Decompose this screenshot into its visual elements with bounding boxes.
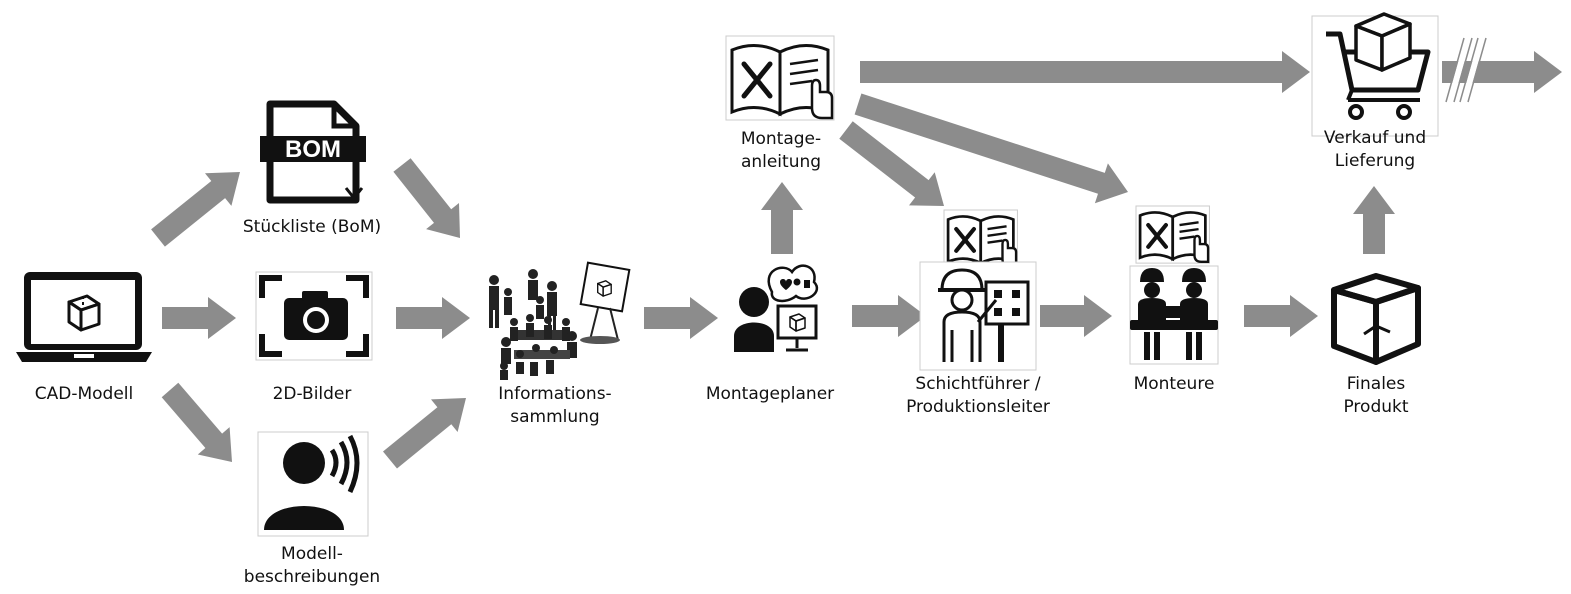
- break-marks-outline: [1445, 37, 1487, 103]
- label-cad-model: CAD-Modell: [34, 384, 134, 404]
- arrow-product-to-sales: [1353, 186, 1395, 254]
- label-manual: Montage- anleitung: [740, 129, 822, 172]
- label-descriptions: Modell- beschreibungen: [243, 544, 381, 587]
- label-bom: Stückliste (BoM): [242, 217, 382, 237]
- camera-icon: [255, 271, 373, 361]
- bom-document-icon: BOM: [260, 100, 366, 204]
- arrow-shiftlead-to-fitters: [1040, 295, 1112, 337]
- manual-book-icon: [725, 35, 835, 121]
- label-shift-lead: Schichtführer / Produktionsleiter: [906, 374, 1050, 417]
- arrows-layer: [151, 51, 1562, 469]
- arrow-bom-to-info: [393, 158, 460, 238]
- arrow-cad-to-2d: [162, 297, 236, 339]
- label-info-collection: Informations- sammlung: [498, 384, 612, 427]
- arrow-descriptions-to-info: [383, 398, 466, 469]
- arrow-manual-to-fitters: [854, 93, 1128, 204]
- label-sales: Verkauf und Lieferung: [1323, 128, 1427, 171]
- cube-icon: [1331, 273, 1421, 365]
- laptop-cube-icon: [16, 272, 152, 362]
- label-fitters: Monteure: [1133, 374, 1215, 394]
- arrow-cad-to-bom: [151, 172, 240, 247]
- label-final-product: Finales Produkt: [1343, 374, 1409, 417]
- planner-person-icon: [734, 264, 819, 352]
- arrow-manual-to-sales: [860, 51, 1310, 93]
- arrow-info-to-planner: [644, 297, 718, 339]
- arrow-2d-to-info: [396, 297, 470, 339]
- small-manual-icon-2: [1135, 205, 1210, 264]
- shopping-cart-icon: [1311, 12, 1439, 137]
- arrow-planner-to-shiftlead: [852, 295, 926, 337]
- small-manual-icon: [943, 209, 1018, 268]
- bom-badge: BOM: [285, 136, 341, 163]
- break-marks: [1447, 37, 1485, 103]
- arrow-cad-to-descriptions: [161, 382, 232, 462]
- arrow-fitters-to-product: [1244, 295, 1318, 337]
- meeting-group-icon: [489, 261, 631, 380]
- workers-icon: [1129, 265, 1219, 365]
- label-planner: Montageplaner: [705, 384, 835, 404]
- label-2d-images: 2D-Bilder: [272, 384, 352, 404]
- speaker-person-icon: [257, 431, 369, 537]
- arrow-planner-to-manual: [761, 182, 803, 254]
- arrow-manual-to-shiftlead: [839, 121, 944, 206]
- engineer-icon: [919, 261, 1037, 371]
